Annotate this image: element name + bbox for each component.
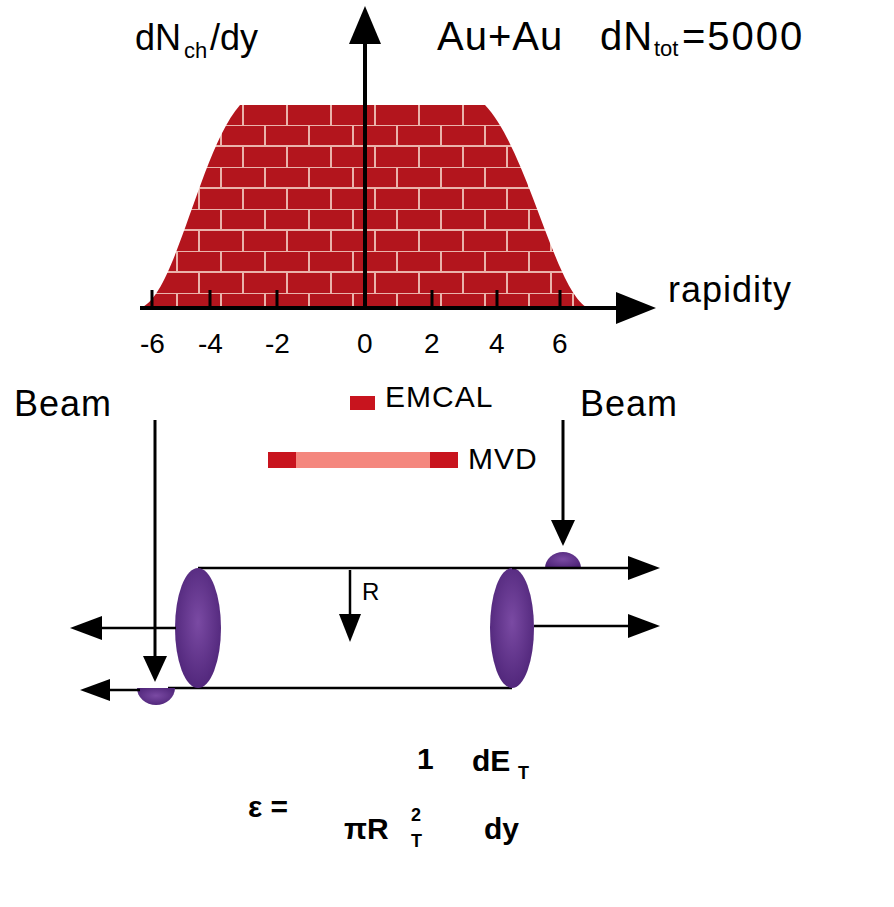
formula-subscript: T <box>411 832 422 850</box>
tick-label: -2 <box>265 330 290 358</box>
beam-pointer-head <box>551 520 575 546</box>
spectator-fragment <box>137 688 175 705</box>
axis-label: rapidity <box>668 272 792 308</box>
nucleus-disc <box>175 568 221 688</box>
motion-arrow <box>100 627 176 630</box>
beam-label: Beam <box>580 386 678 422</box>
mvd-bar-end <box>430 452 458 468</box>
formula-subscript: T <box>518 764 529 782</box>
spectator-fragment <box>545 552 581 568</box>
y-axis <box>363 40 367 308</box>
motion-arrow <box>512 567 630 570</box>
beam-pointer <box>154 420 157 660</box>
cylinder-edge <box>198 567 512 570</box>
motion-arrow <box>108 689 140 692</box>
cylinder-edge <box>168 687 512 690</box>
formula-text: dy <box>484 814 519 844</box>
motion-arrow-head <box>80 679 110 701</box>
system-label: Au+Au <box>437 16 563 56</box>
mvd-bar <box>268 452 458 468</box>
legend-swatch <box>350 396 375 410</box>
axis-title: /dy <box>210 20 258 56</box>
formula-text: ε = <box>248 792 288 822</box>
beam-pointer-head <box>143 656 167 682</box>
nucleus-disc <box>490 568 534 688</box>
radius-label: R <box>362 580 379 604</box>
radius-arrow <box>349 570 352 618</box>
tick-label: 0 <box>357 330 373 358</box>
motion-arrow-head <box>628 556 660 580</box>
x-axis <box>140 306 620 310</box>
motion-arrow-head <box>628 614 660 638</box>
tick-label: -4 <box>198 330 223 358</box>
mvd-bar-end <box>268 452 296 468</box>
formula-text: πR <box>344 814 389 844</box>
y-axis-head <box>349 6 381 44</box>
tick-label: -6 <box>140 330 165 358</box>
axis-ticks <box>152 290 560 308</box>
tick-label: 4 <box>489 330 505 358</box>
formula-text: 1 <box>417 744 434 774</box>
beam-label: Beam <box>14 386 112 422</box>
radius-arrow-head <box>339 614 361 642</box>
axis-title-subscript: ch <box>184 40 207 62</box>
motion-arrow-head <box>70 616 102 640</box>
formula-superscript: 2 <box>411 806 421 824</box>
motion-arrow <box>534 625 630 628</box>
x-axis-head <box>616 292 656 324</box>
axis-title: dN <box>135 20 181 56</box>
tick-label: 2 <box>424 330 440 358</box>
legend-text: EMCAL <box>385 382 493 412</box>
multiplicity-subscript: tot <box>654 38 678 60</box>
formula-text: dE <box>472 746 510 776</box>
tick-label: 6 <box>552 330 568 358</box>
multiplicity-label: dN <box>600 16 653 56</box>
legend-text: MVD <box>468 444 538 474</box>
multiplicity-value: =5000 <box>682 16 804 56</box>
beam-pointer <box>562 420 565 524</box>
